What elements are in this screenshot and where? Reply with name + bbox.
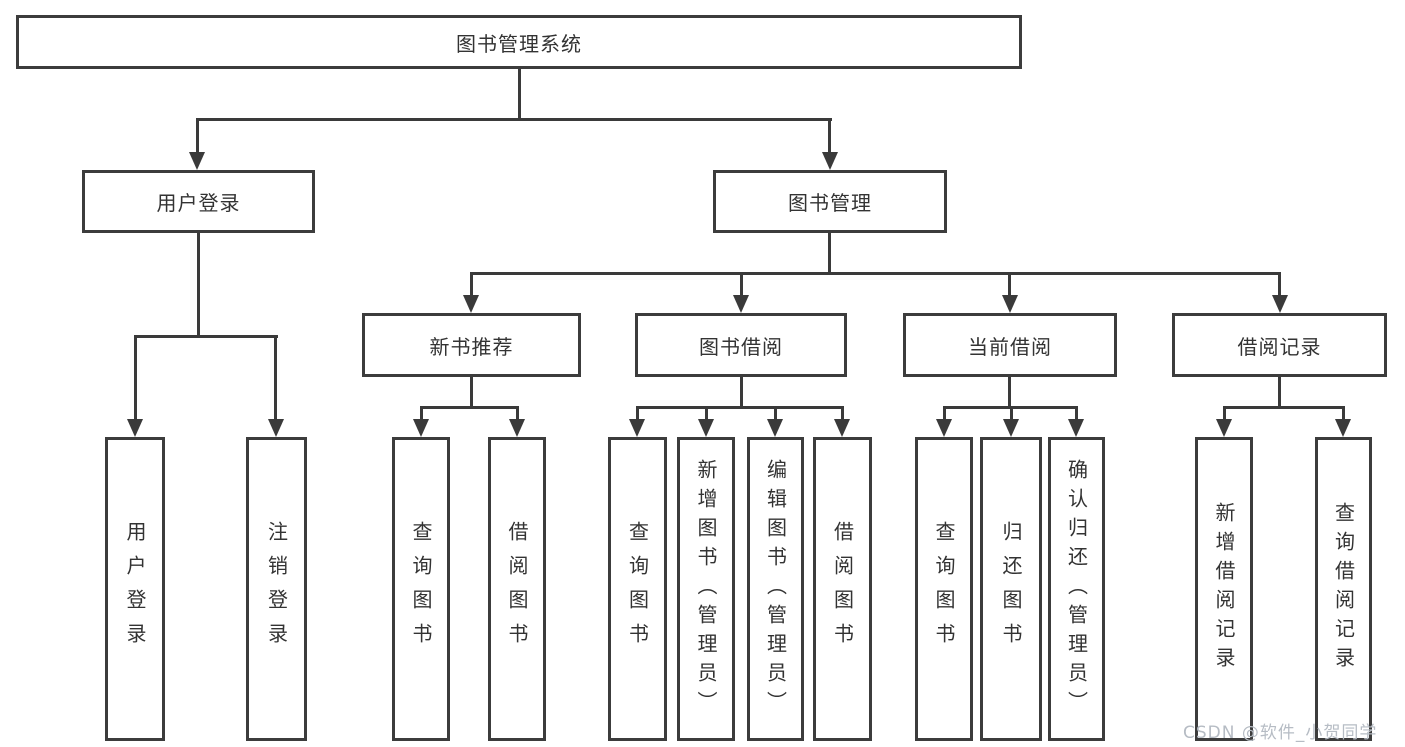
connector-line (518, 69, 521, 118)
connector-line (470, 272, 1281, 275)
leaf-borrow-book-recommend: 借阅图书 (488, 437, 546, 741)
connector-line (636, 406, 843, 409)
node-new-book-recommend-label: 新书推荐 (429, 334, 514, 359)
arrowhead-down-icon (834, 419, 850, 437)
arrowhead-down-icon (127, 419, 143, 437)
arrowhead-down-icon (1002, 295, 1018, 313)
arrowhead-down-icon (1216, 419, 1232, 437)
leaf-edit-book-admin: 编辑图书（管理员） (747, 437, 804, 741)
arrowhead-down-icon (189, 152, 205, 170)
connector-line (1278, 272, 1281, 295)
leaf-user-login-label: 用户登录 (123, 521, 147, 657)
node-root-label: 图书管理系统 (456, 31, 582, 56)
node-book-management-label: 图书管理 (788, 191, 872, 215)
leaf-borrow-book: 借阅图书 (813, 437, 872, 741)
arrowhead-down-icon (629, 419, 645, 437)
connector-line (196, 118, 199, 152)
leaf-query-borrow-record-label: 查询借阅记录 (1331, 502, 1356, 676)
connector-line (705, 406, 708, 419)
leaf-confirm-return-admin: 确认归还（管理员） (1048, 437, 1105, 741)
connector-line (740, 272, 743, 295)
connector-line (420, 406, 423, 419)
node-borrow-record: 借阅记录 (1172, 313, 1387, 377)
connector-line (134, 335, 137, 420)
arrowhead-down-icon (698, 419, 714, 437)
connector-line (516, 406, 519, 419)
leaf-user-login: 用户登录 (105, 437, 165, 741)
arrowhead-down-icon (767, 419, 783, 437)
node-new-book-recommend: 新书推荐 (362, 313, 581, 377)
connector-line (943, 406, 946, 419)
node-book-management: 图书管理 (713, 170, 947, 233)
connector-line (1223, 406, 1344, 409)
connector-line (134, 335, 278, 338)
node-user-login: 用户登录 (82, 170, 315, 233)
connector-line (1010, 406, 1013, 419)
leaf-query-book-current: 查询图书 (915, 437, 973, 741)
arrowhead-down-icon (1335, 419, 1351, 437)
connector-line (828, 118, 831, 152)
leaf-return-book: 归还图书 (980, 437, 1042, 741)
leaf-return-book-label: 归还图书 (999, 521, 1023, 657)
leaf-borrow-book-label: 借阅图书 (830, 521, 855, 657)
arrowhead-down-icon (1003, 419, 1019, 437)
arrowhead-down-icon (936, 419, 952, 437)
connector-line (774, 406, 777, 419)
connector-line (197, 233, 200, 335)
connector-line (470, 272, 473, 295)
arrowhead-down-icon (509, 419, 525, 437)
leaf-query-book-recommend: 查询图书 (392, 437, 450, 741)
connector-line (1075, 406, 1078, 419)
connector-line (841, 406, 844, 419)
leaf-edit-book-admin-label: 编辑图书（管理员） (763, 458, 788, 720)
arrowhead-down-icon (822, 152, 838, 170)
leaf-query-book-recommend-label: 查询图书 (409, 521, 433, 657)
connector-line (1008, 272, 1011, 295)
leaf-query-book-borrow-label: 查询图书 (625, 521, 650, 657)
connector-line (1223, 406, 1226, 419)
node-borrow-record-label: 借阅记录 (1237, 334, 1322, 359)
leaf-query-borrow-record: 查询借阅记录 (1315, 437, 1372, 741)
connector-line (1278, 377, 1281, 406)
arrowhead-down-icon (268, 419, 284, 437)
connector-line (196, 118, 832, 121)
leaf-logout: 注销登录 (246, 437, 307, 741)
leaf-query-book-borrow: 查询图书 (608, 437, 667, 741)
arrowhead-down-icon (1068, 419, 1084, 437)
arrowhead-down-icon (733, 295, 749, 313)
arrowhead-down-icon (413, 419, 429, 437)
leaf-logout-label: 注销登录 (264, 521, 289, 657)
node-book-borrow-label: 图书借阅 (699, 334, 783, 359)
node-current-borrow: 当前借阅 (903, 313, 1117, 377)
leaf-confirm-return-admin-label: 确认归还（管理员） (1064, 458, 1089, 720)
connector-line (470, 377, 473, 406)
leaf-add-book-admin: 新增图书（管理员） (677, 437, 735, 741)
connector-line (274, 335, 277, 420)
leaf-add-book-admin-label: 新增图书（管理员） (694, 458, 718, 720)
leaf-borrow-book-recommend-label: 借阅图书 (505, 521, 529, 657)
csdn-watermark: CSDN @软件_小贺同学 (1183, 723, 1378, 743)
connector-line (420, 406, 518, 409)
node-root: 图书管理系统 (16, 15, 1022, 69)
leaf-add-borrow-record-label: 新增借阅记录 (1212, 502, 1236, 676)
connector-line (1342, 406, 1345, 419)
leaf-add-borrow-record: 新增借阅记录 (1195, 437, 1253, 741)
node-user-login-label: 用户登录 (156, 191, 241, 215)
arrowhead-down-icon (1272, 295, 1288, 313)
node-book-borrow: 图书借阅 (635, 313, 847, 377)
connector-line (636, 406, 639, 419)
leaf-query-book-current-label: 查询图书 (932, 521, 956, 657)
connector-line (828, 233, 831, 272)
node-current-borrow-label: 当前借阅 (968, 334, 1052, 359)
arrowhead-down-icon (463, 295, 479, 313)
connector-line (1008, 377, 1011, 406)
connector-line (740, 377, 743, 406)
